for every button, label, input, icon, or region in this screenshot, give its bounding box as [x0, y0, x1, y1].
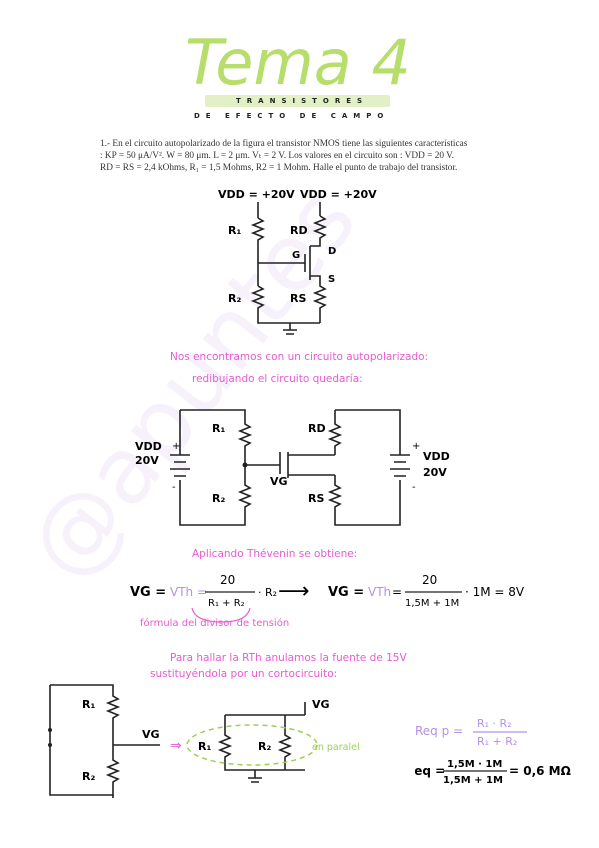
title: Tema 4 [185, 26, 411, 99]
problem-statement: 1.- En el circuito autopolarizado de la … [100, 138, 510, 174]
req-label: Req p = [415, 724, 463, 738]
rs-label: RS [290, 292, 306, 305]
drain-label: D [328, 246, 336, 257]
vdd-left-label-2: VDD [135, 440, 162, 453]
problem-line2: : KP = 50 μA/V². W = 80 μm. L = 2 μm. Vₜ… [100, 151, 455, 161]
mul-result: · 1M = 8V [465, 585, 525, 599]
vg-formula-2: VG = [328, 585, 364, 600]
arrow-1: ⟶ [278, 579, 310, 604]
plus-left: + [172, 441, 180, 452]
vth-2: VTh [368, 585, 391, 599]
r2-label: R₂ [228, 292, 241, 305]
eq-1: = [197, 585, 207, 599]
r1-label-2: R₁ [212, 422, 225, 435]
rd-label: RD [290, 224, 308, 237]
r1-label-3: R₁ [82, 698, 95, 711]
source-label: S [328, 274, 335, 285]
note-redibujando: redibujando el circuito quedaría: [192, 373, 363, 385]
r2b-label: R₂ [258, 740, 271, 753]
r1b-label: R₁ [198, 740, 211, 753]
vdd-left-value: 20V [135, 454, 159, 467]
r1-label: R₁ [228, 224, 241, 237]
req2-label: Req = [415, 764, 445, 778]
req2-result: = 0,6 MΩ [509, 764, 571, 778]
den-1: R₁ + R₂ [208, 598, 245, 609]
req-den: R₁ + R₂ [477, 735, 517, 748]
req-formulas: Req p = R₁ · R₂ R₁ + R₂ Req = 1,5M · 1M … [415, 717, 571, 786]
vth-1: VTh [170, 585, 193, 599]
note-autopolarizado: Nos encontramos con un circuito autopola… [170, 351, 429, 363]
gate-label: G [292, 250, 300, 261]
r2-label-2: R₂ [212, 492, 225, 505]
minus-left: - [172, 482, 176, 493]
note-thevenin: Aplicando Thévenin se obtiene: [192, 548, 358, 560]
vg-label-2: VG [270, 475, 288, 488]
problem-line1: 1.- En el circuito autopolarizado de la … [100, 139, 468, 149]
note-para-hallar: Para hallar la RTh anulamos la fuente de… [170, 652, 407, 664]
title-graphic: Tema 4 [185, 26, 411, 99]
subtitle-line1: TRANSISTORES [236, 97, 369, 105]
req-num: R₁ · R₂ [477, 717, 512, 730]
vdd-right-value: 20V [423, 466, 447, 479]
den-2: 1,5M + 1M [405, 598, 459, 609]
mul-r2: · R₂ [258, 586, 277, 599]
num-1: 20 [220, 573, 235, 587]
rd-label-2: RD [308, 422, 326, 435]
circuit-3: R₁ R₂ VG ⇒ R₁ R₂ VG en paralelo [48, 684, 360, 798]
vg-label-3: VG [142, 728, 160, 741]
arrow-3: ⇒ [170, 738, 182, 754]
vdd-left-label: VDD = +20V [218, 188, 295, 201]
circuit-1: VDD = +20V VDD = +20V R₁ R₂ RD RS G D S [218, 188, 377, 335]
thevenin-formulas: VG = VTh = 20 R₁ + R₂ · R₂ ⟶ VG = VTh = … [130, 573, 525, 623]
subtitle-line2: DE EFECTO DE CAMPO [194, 112, 390, 120]
note-sustituyendola: sustituyéndola por un cortocircuito: [150, 668, 338, 680]
circuit-2: VDD 20V + - R₁ R₂ RD RS VG VDD 20V + - [135, 409, 450, 526]
problem-line3: RD = RS = 2,4 kOhms, R₁ = 1,5 Mohms, R2 … [100, 163, 458, 173]
vdd-right-label: VDD = +20V [300, 188, 377, 201]
plus-right: + [412, 441, 420, 452]
num-2: 20 [422, 573, 437, 587]
rs-label-2: RS [308, 492, 324, 505]
subtitle-band [205, 95, 390, 107]
r2-label-3: R₂ [82, 770, 95, 783]
note-en-paralelo: en paralelo [312, 742, 360, 753]
eq-2: = [392, 585, 402, 599]
req2-num: 1,5M · 1M [447, 759, 502, 770]
vg-formula-1: VG = [130, 585, 166, 600]
note-divisor: fórmula del divisor de tensión [140, 618, 290, 629]
req2-den: 1,5M + 1M [443, 775, 503, 786]
minus-right: - [412, 482, 416, 493]
vdd-right-label-2: VDD [423, 450, 450, 463]
vgb-label: VG [312, 698, 330, 711]
